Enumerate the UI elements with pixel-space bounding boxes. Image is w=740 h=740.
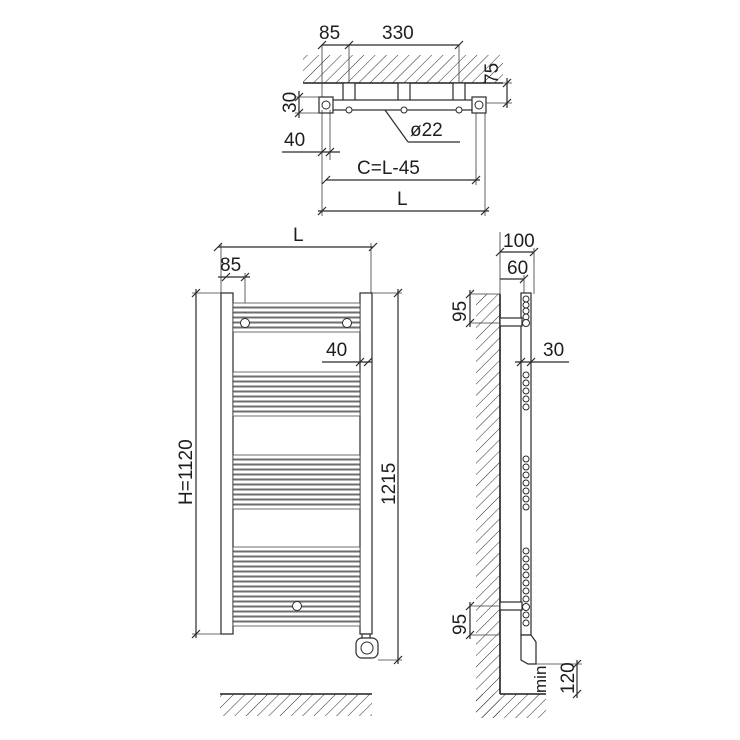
side-heater bbox=[520, 634, 537, 665]
top-bracket-right-cap bbox=[455, 106, 463, 114]
front-dim-85: 85 bbox=[220, 255, 241, 276]
top-dim-330: 330 bbox=[382, 23, 414, 44]
top-tube-left bbox=[321, 100, 331, 110]
side-dim-100: 100 bbox=[503, 231, 535, 252]
top-wall-hatch bbox=[303, 55, 503, 83]
front-dim-h: H=1120 bbox=[176, 439, 197, 505]
side-floor-hatch bbox=[476, 694, 546, 718]
front-mount-top-right bbox=[342, 318, 352, 328]
side-bracket-top bbox=[499, 317, 523, 327]
top-bracket-middle bbox=[397, 82, 411, 102]
side-bar-dots-4 bbox=[522, 547, 530, 627]
top-dim-85: 85 bbox=[319, 23, 340, 44]
top-bracket-left bbox=[342, 82, 356, 102]
side-bar-dots-2 bbox=[522, 371, 530, 411]
front-heater-knob bbox=[360, 641, 374, 655]
top-tube-right bbox=[474, 100, 484, 110]
front-mount-top-left bbox=[240, 318, 250, 328]
front-floor-hatch bbox=[220, 694, 372, 716]
front-bar-group-2 bbox=[232, 371, 361, 417]
front-dim-40: 40 bbox=[326, 340, 347, 361]
front-mount-bottom bbox=[292, 601, 302, 611]
side-dim-min: min bbox=[531, 666, 550, 693]
top-view: 85 330 75 30 40 ø22 C=L-45 L bbox=[280, 23, 512, 216]
top-dim-30: 30 bbox=[280, 92, 301, 113]
top-dim-d22: ø22 bbox=[410, 120, 443, 141]
side-dim-30: 30 bbox=[543, 340, 564, 361]
top-bracket-right bbox=[452, 82, 466, 102]
front-dim-l: L bbox=[293, 225, 304, 246]
front-dim-1215: 1215 bbox=[379, 463, 400, 505]
side-dim-95-top: 95 bbox=[450, 301, 471, 322]
side-view: 100 60 95 30 bbox=[450, 231, 582, 718]
top-dim-75: 75 bbox=[482, 63, 503, 84]
top-dim-40: 40 bbox=[284, 130, 305, 151]
side-bracket-bottom bbox=[499, 601, 523, 611]
front-right-collector bbox=[359, 292, 373, 635]
side-dim-60: 60 bbox=[507, 258, 528, 279]
front-bar-group-4 bbox=[232, 546, 361, 627]
front-bar-group-1 bbox=[232, 302, 361, 333]
front-left-collector bbox=[220, 292, 234, 635]
side-dim-95-bottom: 95 bbox=[450, 614, 471, 635]
top-bracket-middle-cap bbox=[400, 106, 408, 114]
top-dim-c: C=L-45 bbox=[357, 158, 420, 179]
side-bar-dots-3 bbox=[522, 455, 530, 511]
side-dim-120: 120 bbox=[558, 662, 579, 694]
front-bar-group-3 bbox=[232, 454, 361, 510]
top-bracket-left-cap bbox=[345, 106, 353, 114]
top-dim-l: L bbox=[397, 189, 408, 210]
side-wall-hatch bbox=[476, 294, 500, 718]
front-view: L 85 H=1120 1215 40 bbox=[176, 225, 403, 716]
